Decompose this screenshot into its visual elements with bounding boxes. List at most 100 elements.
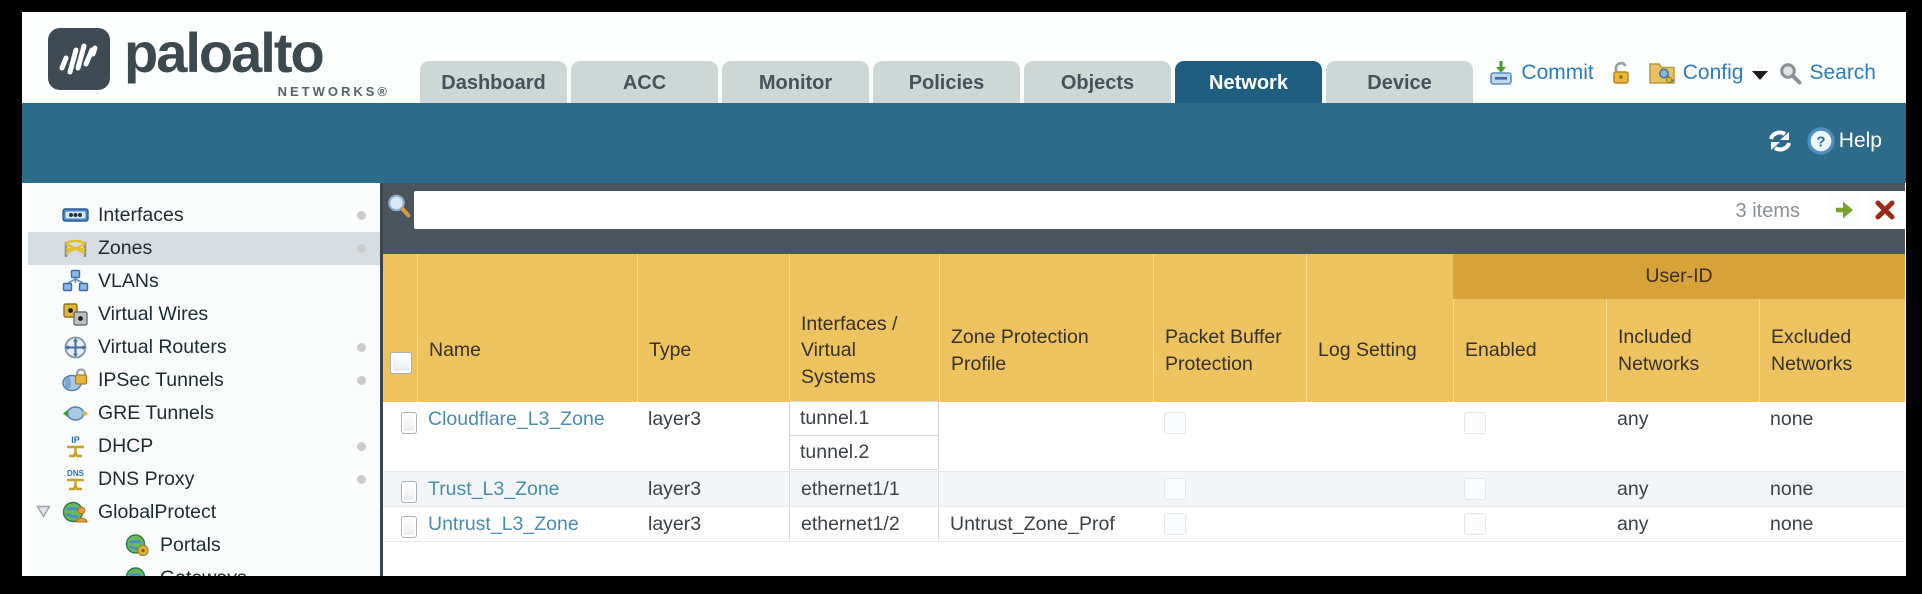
zone-name-link[interactable]: Untrust_L3_Zone xyxy=(428,512,579,535)
included-networks-cell: any xyxy=(1617,407,1649,430)
tab-policies[interactable]: Policies xyxy=(873,61,1020,103)
paloalto-logo: paloalto NETWORKS® xyxy=(46,21,406,100)
sidebar-item-vlans[interactable]: VLANs xyxy=(28,265,380,298)
user-id-enabled-checkbox[interactable] xyxy=(1464,513,1486,535)
svg-text:?: ? xyxy=(1816,134,1825,151)
virtual-routers-icon xyxy=(64,336,87,359)
logo-slashes-icon xyxy=(59,43,98,75)
sidebar-item-label: Virtual Routers xyxy=(98,336,227,358)
included-networks-cell: any xyxy=(1617,477,1649,500)
select-all-checkbox[interactable] xyxy=(390,352,412,374)
user-id-enabled-checkbox[interactable] xyxy=(1464,411,1486,434)
sidebar-item-label: Gateways xyxy=(160,567,247,576)
sidebar-item-interfaces[interactable]: Interfaces xyxy=(28,199,380,232)
clear-filter-button[interactable] xyxy=(1868,194,1901,226)
column-header-log-setting[interactable]: Log Setting xyxy=(1306,254,1453,402)
paloalto-logo-icon xyxy=(48,28,110,90)
column-header-zone-protection-profile[interactable]: Zone Protection Profile xyxy=(939,254,1153,402)
main-nav-tabs: Dashboard ACC Monitor Policies Objects N… xyxy=(420,61,1473,103)
row-checkbox[interactable] xyxy=(401,411,417,434)
sidebar-item-gateways[interactable]: Gateways xyxy=(28,562,380,576)
apply-filter-button[interactable] xyxy=(1828,194,1861,226)
sidebar-item-ipsec-tunnels[interactable]: IPSec Tunnels xyxy=(28,364,380,397)
interface-cell: ethernet1/1 xyxy=(789,472,939,506)
commit-icon[interactable] xyxy=(1488,60,1514,86)
zones-icon xyxy=(64,239,87,257)
column-header-packet-buffer-protection[interactable]: Packet Buffer Protection xyxy=(1153,254,1306,402)
help-label[interactable]: Help xyxy=(1838,129,1882,152)
sidebar-item-virtual-wires[interactable]: Virtual Wires xyxy=(28,298,380,331)
sidebar-item-label: DHCP xyxy=(98,435,154,457)
status-dot xyxy=(357,244,366,253)
ipsec-tunnels-icon xyxy=(62,368,88,392)
tab-objects[interactable]: Objects xyxy=(1024,61,1171,103)
utility-bar: Commit Config xyxy=(1488,60,1876,86)
column-header-excluded-networks[interactable]: Excluded Networks xyxy=(1759,254,1905,402)
excluded-networks-cell: none xyxy=(1770,477,1814,500)
teal-toolbar: ? Help xyxy=(22,103,1906,183)
filter-input[interactable] xyxy=(414,191,1906,229)
packet-buffer-protection-checkbox[interactable] xyxy=(1164,478,1186,500)
column-header-type[interactable]: Type xyxy=(637,254,789,402)
zone-name-link[interactable]: Cloudflare_L3_Zone xyxy=(428,407,605,430)
tab-acc[interactable]: ACC xyxy=(571,61,718,103)
column-header-interfaces[interactable]: Interfaces / Virtual Systems xyxy=(789,254,939,402)
sidebar-item-dhcp[interactable]: IP DHCP xyxy=(28,430,380,463)
sidebar-item-dns-proxy[interactable]: DNS DNS Proxy xyxy=(28,463,380,496)
search-icon[interactable] xyxy=(1779,62,1802,85)
included-networks-cell: any xyxy=(1617,512,1649,535)
config-icon[interactable] xyxy=(1648,60,1676,86)
sidebar-item-zones[interactable]: Zones xyxy=(28,232,380,265)
zone-protection-profile-cell xyxy=(939,402,1153,436)
table-row: Trust_L3_Zone layer3 ethernet1/1 any non… xyxy=(383,472,1905,507)
user-id-enabled-checkbox[interactable] xyxy=(1464,478,1486,500)
zone-protection-profile-cell: Untrust_Zone_Prof xyxy=(950,512,1115,535)
zone-type-cell: layer3 xyxy=(648,512,702,535)
packet-buffer-protection-checkbox[interactable] xyxy=(1164,411,1186,434)
sidebar-item-label: Portals xyxy=(160,534,221,556)
teal-actions: ? Help xyxy=(1765,127,1882,155)
column-header-enabled[interactable]: Enabled xyxy=(1453,254,1606,402)
excluded-networks-cell: none xyxy=(1770,512,1814,535)
brand-wordmark: paloalto xyxy=(124,21,325,84)
zone-name-link[interactable]: Trust_L3_Zone xyxy=(428,477,560,500)
packet-buffer-protection-checkbox[interactable] xyxy=(1164,513,1186,535)
sidebar-item-label: IPSec Tunnels xyxy=(98,369,224,391)
virtual-wires-icon xyxy=(63,303,88,326)
commit-button[interactable]: Commit xyxy=(1521,61,1594,84)
tab-device[interactable]: Device xyxy=(1326,61,1473,103)
row-checkbox[interactable] xyxy=(401,481,417,503)
dns-proxy-icon: DNS xyxy=(67,469,85,491)
refresh-icon[interactable] xyxy=(1765,128,1795,154)
dhcp-icon: IP xyxy=(67,435,84,458)
search-button[interactable]: Search xyxy=(1809,61,1876,84)
item-count-label: 3 items xyxy=(1735,200,1800,222)
tab-monitor[interactable]: Monitor xyxy=(722,61,869,103)
tab-network[interactable]: Network xyxy=(1175,61,1322,103)
sidebar-item-label: GlobalProtect xyxy=(98,501,217,523)
log-setting-cell xyxy=(1306,472,1453,506)
excluded-networks-cell: none xyxy=(1770,407,1814,430)
column-header-included-networks[interactable]: Included Networks xyxy=(1606,254,1759,402)
config-dropdown-caret-icon[interactable] xyxy=(1752,70,1769,80)
config-button[interactable]: Config xyxy=(1682,61,1744,84)
sidebar-item-label: VLANs xyxy=(98,270,159,292)
status-dot xyxy=(357,343,366,352)
table-row: Untrust_L3_Zone layer3 ethernet1/2 Untru… xyxy=(383,507,1905,542)
unlock-icon[interactable] xyxy=(1609,60,1633,86)
sidebar-item-virtual-routers[interactable]: Virtual Routers xyxy=(28,331,380,364)
globalprotect-icon xyxy=(62,501,88,523)
row-checkbox[interactable] xyxy=(401,516,417,538)
sidebar-item-portals[interactable]: Portals xyxy=(28,529,380,562)
filter-search-icon[interactable] xyxy=(386,193,412,224)
svg-text:IP: IP xyxy=(71,435,80,445)
help-icon[interactable]: ? xyxy=(1807,127,1835,155)
tab-dashboard[interactable]: Dashboard xyxy=(420,61,567,103)
sidebar-item-label: Interfaces xyxy=(98,204,184,226)
log-setting-cell xyxy=(1306,402,1453,436)
zones-main-panel: 3 items Name Type Interfaces / Virtual S… xyxy=(383,183,1906,576)
sidebar-item-globalprotect[interactable]: GlobalProtect xyxy=(28,496,380,529)
column-header-name[interactable]: Name xyxy=(417,254,637,402)
expander-down-icon[interactable] xyxy=(36,505,51,518)
sidebar-item-gre-tunnels[interactable]: GRE Tunnels xyxy=(28,397,380,430)
